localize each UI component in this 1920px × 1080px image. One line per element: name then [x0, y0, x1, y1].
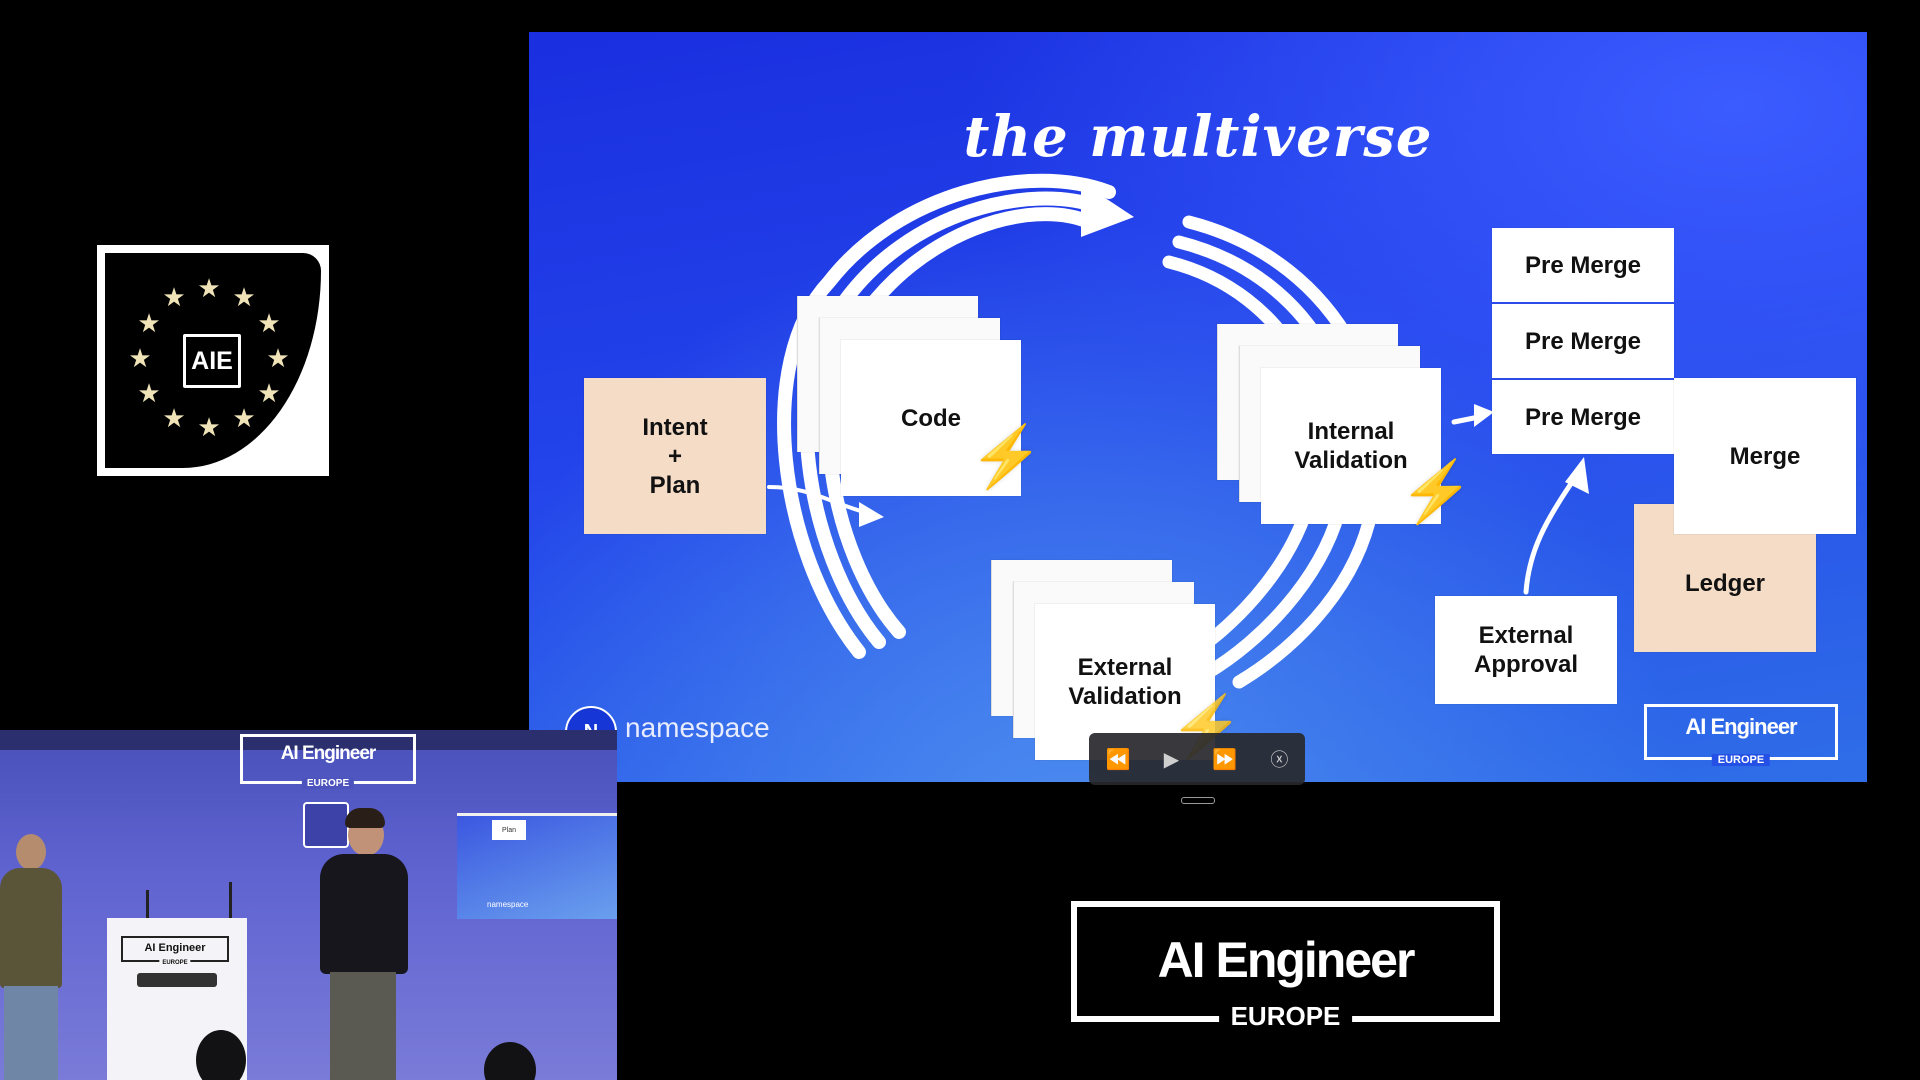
card-label: Pre Merge	[1524, 403, 1642, 431]
approval-arrowhead	[1565, 457, 1589, 494]
internal-arrowhead	[1474, 404, 1494, 427]
rewind-icon[interactable]: ⏪	[1105, 748, 1131, 771]
play-icon[interactable]: ▶	[1163, 748, 1180, 771]
podium-badge-title: AI Engineer	[144, 942, 206, 954]
card-label: Intent	[642, 413, 708, 441]
speaker-shirt	[320, 854, 408, 974]
pre-merge-card: Pre Merge	[1492, 228, 1674, 302]
card-label: External	[1077, 654, 1173, 681]
stage-wall-logo	[303, 802, 349, 848]
star-icon: ★	[137, 378, 161, 408]
lightning-icon: ⚡	[969, 423, 1044, 490]
stage-video: AI Engineer EUROPE Plan namespace AI Eng…	[0, 730, 617, 1080]
star-icon: ★	[162, 403, 186, 433]
star-icon: ★	[197, 412, 221, 442]
cycle-arrowhead	[1081, 182, 1134, 237]
star-icon: ★	[232, 403, 256, 433]
audience-head	[484, 1042, 536, 1080]
lightning-icon: ⚡	[1399, 458, 1474, 525]
speaker-trousers	[330, 972, 396, 1080]
approval-to-premerge-arrow	[1523, 469, 1582, 595]
podium-icons	[137, 973, 217, 987]
slide-aie-badge: AI Engineer EUROPE	[1644, 704, 1838, 766]
namespace-brand-text: namespace	[625, 712, 770, 743]
merge-card: Merge	[1674, 378, 1856, 534]
intent-to-code-arrow	[767, 485, 866, 514]
stage-banner: AI Engineer EUROPE	[240, 734, 416, 789]
card-label: Internal	[1307, 418, 1395, 445]
person-head	[16, 834, 46, 870]
card-label: Validation	[1294, 447, 1408, 474]
star-icon: ★	[128, 343, 152, 373]
intent-plan-card: Intent + Plan	[584, 378, 766, 534]
card-label: Code	[901, 404, 961, 432]
speaker-hair	[345, 808, 385, 828]
card-label: Pre Merge	[1524, 327, 1642, 355]
internal-validation-card: Internal Validation	[1261, 368, 1441, 524]
screen-card: Plan	[492, 820, 526, 840]
card-label: Ledger	[1684, 569, 1765, 597]
banner-subtitle: EUROPE	[301, 778, 355, 789]
media-controls: ⏪ ▶ ⏩ ⓧ	[1089, 733, 1305, 785]
pre-merge-card: Pre Merge	[1492, 380, 1674, 454]
ai-engineer-europe-logo: AI Engineer EUROPE	[1071, 901, 1500, 1032]
cycle-arrow-outer	[777, 173, 1116, 659]
aie-logo-text: AIE	[183, 334, 241, 388]
presentation-slide: the multiverse Intent + Plan Code ⚡ Inte…	[529, 32, 1867, 782]
card-label: Approval	[1473, 651, 1578, 678]
intent-arrowhead	[859, 502, 884, 527]
logo-title: AI Engineer	[1157, 932, 1416, 988]
stage-ceiling	[0, 730, 617, 750]
star-icon: ★	[162, 282, 186, 312]
stage-screen: Plan namespace	[457, 813, 617, 919]
person-body	[0, 868, 62, 988]
external-approval-card: External Approval	[1435, 596, 1617, 704]
close-icon[interactable]: ⓧ	[1270, 750, 1289, 770]
pre-merge-card: Pre Merge	[1492, 304, 1674, 378]
code-card: Code	[841, 340, 1021, 496]
slide-title: the multiverse	[963, 104, 1433, 170]
star-icon: ★	[197, 273, 221, 303]
logo-subtitle: EUROPE	[1218, 1001, 1353, 1032]
card-label: Validation	[1068, 683, 1182, 710]
star-icon: ★	[257, 308, 281, 338]
podium-badge-subtitle: EUROPE	[159, 960, 191, 966]
star-icon: ★	[137, 308, 161, 338]
card-label: Pre Merge	[1524, 251, 1642, 279]
card-label: External	[1478, 622, 1574, 649]
mic-stand	[229, 882, 232, 952]
controls-handle[interactable]	[1181, 797, 1215, 804]
card-label: Merge	[1729, 442, 1801, 470]
star-icon: ★	[232, 282, 256, 312]
card-label: +	[667, 442, 682, 470]
star-icon: ★	[266, 343, 290, 373]
podium-badge: AI Engineer EUROPE	[121, 936, 229, 966]
badge-subtitle: EUROPE	[1711, 754, 1771, 766]
aie-logo-badge: ★ ★ ★ ★ ★ ★ ★ ★ ★ ★ ★ ★ AIE	[105, 253, 321, 468]
star-icon: ★	[257, 378, 281, 408]
fast-forward-icon[interactable]: ⏩	[1212, 748, 1238, 771]
card-label: Plan	[649, 471, 701, 499]
audience-head	[196, 1030, 246, 1080]
screen-brand: namespace	[487, 900, 529, 909]
aie-europe-logo: ★ ★ ★ ★ ★ ★ ★ ★ ★ ★ ★ ★ AIE	[97, 245, 329, 476]
banner-title: AI Engineer	[280, 743, 377, 764]
badge-title: AI Engineer	[1685, 714, 1797, 739]
person-legs	[4, 986, 58, 1080]
